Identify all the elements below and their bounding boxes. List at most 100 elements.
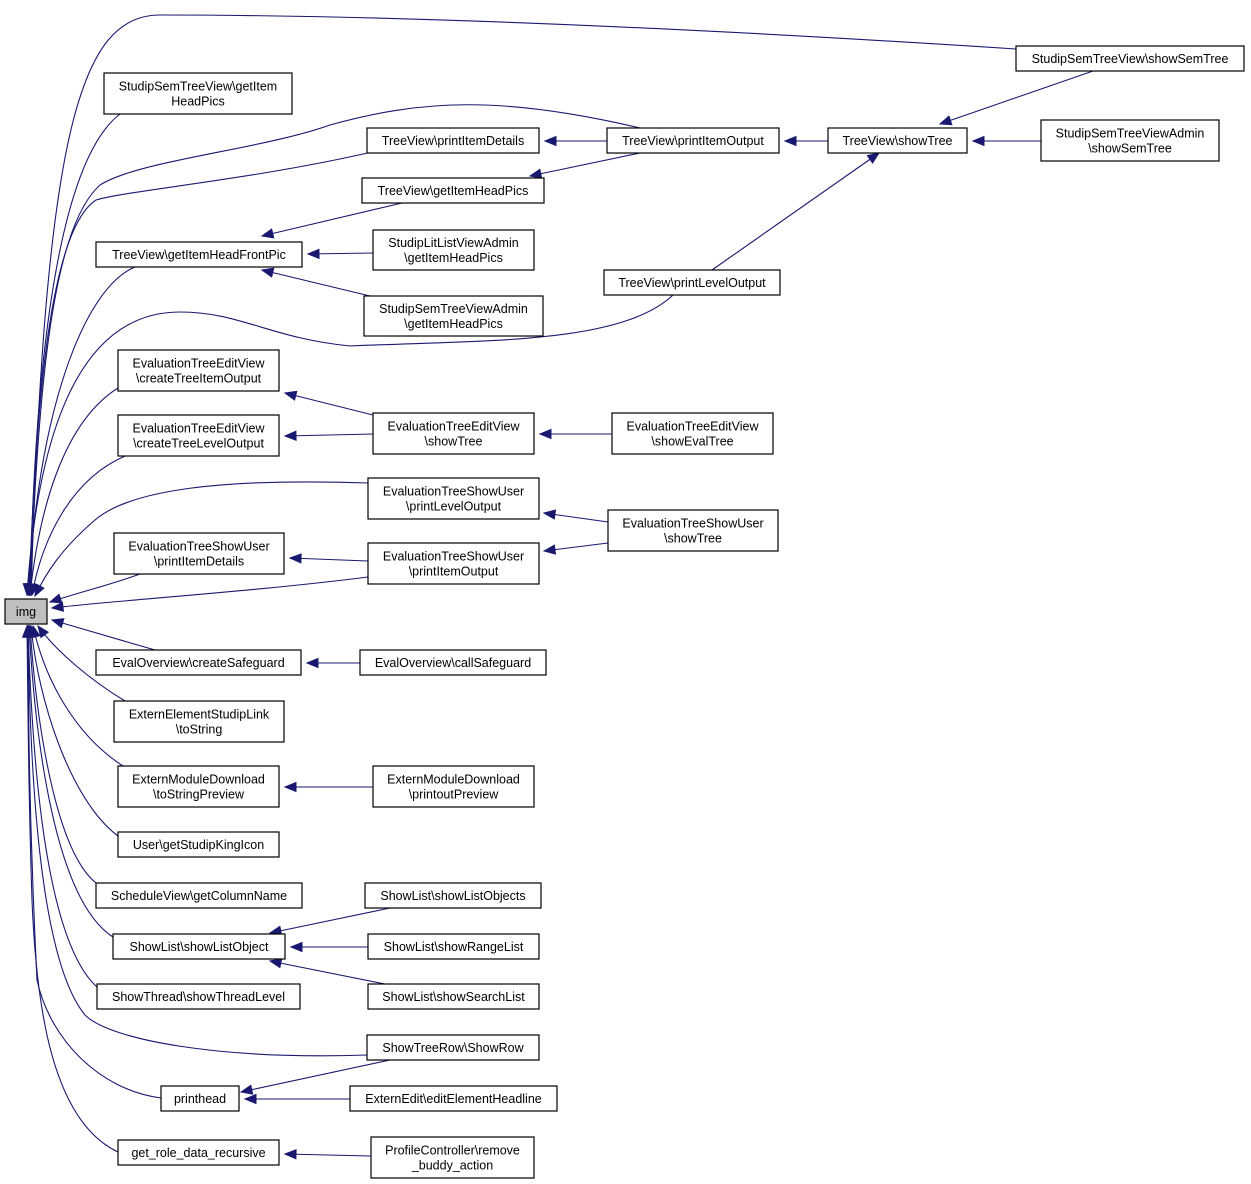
arrowhead-etev-showtree xyxy=(538,428,552,440)
node-str-showrow[interactable]: ShowTreeRow\ShowRow xyxy=(366,1034,540,1061)
node-label: EvaluationTreeEditView xyxy=(132,357,265,371)
node-tv-printleveloutput[interactable]: TreeView\printLevelOutput xyxy=(603,269,781,296)
arrowhead-etsu-printitemoutput xyxy=(542,544,557,555)
edge-ssv-showsemtree-to-img xyxy=(30,14,1017,596)
node-box xyxy=(117,1139,280,1166)
node-eo-callsafeguard[interactable]: EvalOverview\callSafeguard xyxy=(359,649,547,676)
node-box xyxy=(359,649,547,676)
node-box xyxy=(367,542,540,585)
node-label: \printItemDetails xyxy=(154,555,244,569)
arrowhead-etev-createtreeitemoutput xyxy=(283,390,298,401)
node-etsu-printitemdetails[interactable]: EvaluationTreeShowUser\printItemDetails xyxy=(113,532,285,575)
node-etev-showevaltree[interactable]: EvaluationTreeEditView\showEvalTree xyxy=(611,412,774,455)
node-box xyxy=(364,882,542,909)
node-label: StudipLitListViewAdmin xyxy=(388,236,518,250)
arrowhead-emd-tostringpreview xyxy=(283,781,297,793)
node-box xyxy=(367,933,540,960)
node-label: TreeView\getItemHeadFrontPic xyxy=(112,248,286,262)
node-img[interactable]: img xyxy=(4,598,48,625)
arrowhead-etsu-printitemdetails xyxy=(288,553,302,564)
node-sl-showrangelist[interactable]: ShowList\showRangeList xyxy=(367,933,540,960)
node-etev-createtreeitemoutput[interactable]: EvaluationTreeEditView\createTreeItemOut… xyxy=(117,349,280,392)
node-sl-showlistobject[interactable]: ShowList\showListObject xyxy=(112,933,286,960)
node-st-showthreadlevel[interactable]: ShowThread\showThreadLevel xyxy=(96,983,301,1010)
edge-sl-showsearchlist-to-sl-showlistobject xyxy=(269,960,386,985)
edge-tv-getitemheadpics-to-tv-getitemheadfrontpic xyxy=(261,202,403,237)
node-etsu-printleveloutput[interactable]: EvaluationTreeShowUser\printLevelOutput xyxy=(367,477,540,520)
node-emd-printoutpreview[interactable]: ExternModuleDownload\printoutPreview xyxy=(372,765,535,808)
node-box xyxy=(361,177,545,204)
node-ssva-showsemtree[interactable]: StudipSemTreeViewAdmin\showSemTree xyxy=(1040,119,1220,162)
node-slva-getitemheadpics[interactable]: StudipLitListViewAdmin\getItemHeadPics xyxy=(372,229,535,271)
node-tv-showtree[interactable]: TreeView\showTree xyxy=(827,127,968,154)
edge-printhead-to-img xyxy=(27,625,162,1099)
edge-tv-printitemoutput-to-tv-getitemheadpics xyxy=(529,152,641,177)
node-box xyxy=(112,933,286,960)
edge-ssva-getitemheadpics-to-tv-getitemheadfrontpic xyxy=(261,269,371,297)
node-label: EvaluationTreeEditView xyxy=(132,422,265,436)
node-label: TreeView\printItemOutput xyxy=(622,134,764,148)
arrowhead-img xyxy=(37,624,50,639)
node-eesl-tostring[interactable]: ExternElementStudipLink\toString xyxy=(113,700,285,743)
node-ssva-getitemheadpics[interactable]: StudipSemTreeViewAdmin\getItemHeadPics xyxy=(363,295,544,337)
node-ee-editelementheadline[interactable]: ExternEdit\editElementHeadline xyxy=(349,1085,558,1112)
edge-ssv-getitemheadpics-to-img xyxy=(29,113,121,596)
node-sl-showlistobjects[interactable]: ShowList\showListObjects xyxy=(364,882,542,909)
node-pc-remove-buddy-action[interactable]: ProfileController\remove_buddy_action xyxy=(370,1136,535,1179)
node-box xyxy=(117,765,280,808)
node-box xyxy=(603,269,781,296)
node-label: EvaluationTreeShowUser xyxy=(622,517,763,531)
node-etsu-printitemoutput[interactable]: EvaluationTreeShowUser\printItemOutput xyxy=(367,542,540,585)
node-tv-printitemdetails[interactable]: TreeView\printItemDetails xyxy=(366,127,540,154)
node-label: ScheduleView\getColumnName xyxy=(111,889,287,903)
node-box xyxy=(363,295,544,337)
node-ssv-showsemtree[interactable]: StudipSemTreeView\showSemTree xyxy=(1015,45,1245,72)
node-emd-tostringpreview[interactable]: ExternModuleDownload\toStringPreview xyxy=(117,765,280,808)
arrowhead-tv-showtree xyxy=(938,115,953,126)
node-label: ExternModuleDownload xyxy=(387,773,520,787)
node-get-role-data-recursive[interactable]: get_role_data_recursive xyxy=(117,1139,280,1166)
arrowhead-get-role-data-recursive xyxy=(283,1149,297,1160)
node-box xyxy=(1040,119,1220,162)
node-eo-createsafeguard[interactable]: EvalOverview\createSafeguard xyxy=(95,649,302,676)
node-etev-showtree[interactable]: EvaluationTreeEditView\showTree xyxy=(372,412,535,455)
edge-sl-showlistobject-to-img xyxy=(28,625,114,938)
node-user-getstudipkingicon[interactable]: User\getStudipKingIcon xyxy=(117,831,280,858)
node-tv-getitemheadfrontpic[interactable]: TreeView\getItemHeadFrontPic xyxy=(95,241,303,268)
node-label: \printoutPreview xyxy=(409,788,500,802)
node-box xyxy=(1015,45,1245,72)
node-sv-getcolumnname[interactable]: ScheduleView\getColumnName xyxy=(95,882,303,909)
node-label: ExternElementStudipLink xyxy=(129,708,270,722)
arrowhead-tv-printitemoutput xyxy=(783,135,797,147)
node-label: \showEvalTree xyxy=(651,435,733,449)
edge-ssv-showsemtree-to-tv-showtree xyxy=(939,70,1094,125)
node-tv-printitemoutput[interactable]: TreeView\printItemOutput xyxy=(606,127,780,154)
node-tv-getitemheadpics[interactable]: TreeView\getItemHeadPics xyxy=(361,177,545,204)
node-sl-showsearchlist[interactable]: ShowList\showSearchList xyxy=(367,983,540,1010)
node-box xyxy=(103,72,293,115)
node-printhead[interactable]: printhead xyxy=(160,1085,240,1112)
node-box xyxy=(372,765,535,808)
node-label: EvaluationTreeEditView xyxy=(387,420,520,434)
node-label: get_role_data_recursive xyxy=(131,1146,265,1160)
node-label: \getItemHeadPics xyxy=(404,251,503,265)
node-etsu-showtree[interactable]: EvaluationTreeShowUser\showTree xyxy=(607,509,779,552)
node-ssv-getitemheadpics[interactable]: StudipSemTreeView\getItemHeadPics xyxy=(103,72,293,115)
edge-user-getstudipkingicon-to-img xyxy=(30,625,119,837)
node-box xyxy=(366,1034,540,1061)
edge-tv-printleveloutput-to-img xyxy=(26,294,674,596)
edge-tv-printitemoutput-to-img xyxy=(29,104,641,596)
edge-tv-printleveloutput-to-tv-showtree xyxy=(711,152,880,271)
node-box xyxy=(113,532,285,575)
node-label: img xyxy=(16,605,36,619)
node-etev-createtreeleveloutput[interactable]: EvaluationTreeEditView\createTreeLevelOu… xyxy=(117,414,280,457)
node-box xyxy=(367,477,540,520)
node-box xyxy=(372,229,535,271)
edge-get-role-data-recursive-to-img xyxy=(26,625,119,1153)
node-label: \printItemOutput xyxy=(409,565,499,579)
arrowhead-img xyxy=(50,601,65,612)
node-box xyxy=(113,700,285,743)
edge-etsu-printitemoutput-to-etsu-printitemdetails xyxy=(289,557,369,562)
edge-eo-createsafeguard-to-img xyxy=(51,619,156,651)
edge-str-showrow-to-img xyxy=(27,625,368,1057)
